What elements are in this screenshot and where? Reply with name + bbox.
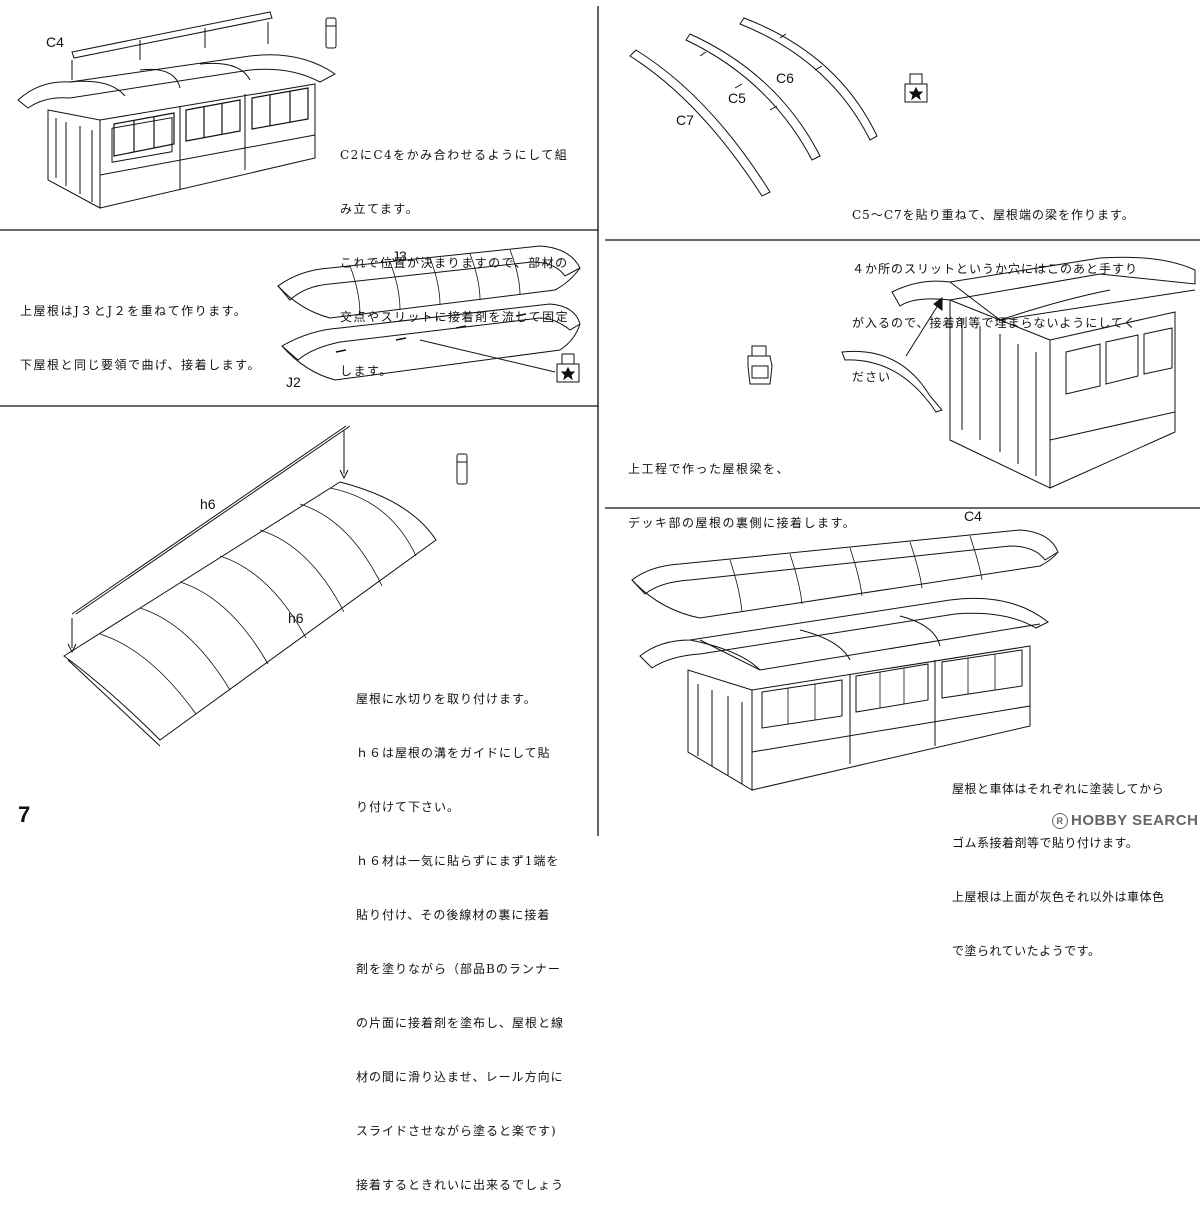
step6-line: ゴム系接着剤等で貼り付けます。 [952,836,1139,850]
step4-instructions: 上工程で作った屋根梁を、 デッキ部の屋根の裏側に接着します。 [628,424,856,568]
step1-line: します。 [340,364,393,378]
step4-attach-drawing [747,256,1196,489]
step3-instructions: 上屋根はJ３とJ２を重ねて作ります。 下屋根と同じ要領で曲げ、接着します。 [20,266,261,410]
step3-line: 上屋根はJ３とJ２を重ねて作ります。 [20,304,248,318]
step2-instructions: C5～C7を貼り重ねて、屋根端の梁を作ります。 ４か所のスリットというか穴にはこ… [852,170,1138,422]
step2-line: が入るので、接着剤等で埋まらないようにしてく [852,316,1137,330]
step6-line: 屋根と車体はそれぞれに塗装してから [952,782,1165,796]
step3-roofs-drawing [277,245,581,383]
step6-line: 上屋根は上面が灰色それ以外は車体色 [952,890,1165,904]
part-label-c5: C5 [728,90,746,106]
part-label-h6-upper: h6 [200,496,216,512]
step5-line: ｈ６材は一気に貼らずにまず1端を [356,854,560,868]
part-label-c4: C4 [46,34,64,50]
step4-line: 上工程で作った屋根梁を、 [628,462,791,476]
part-label-c6: C6 [776,70,794,86]
instruction-page: C4 C7 C5 C6 J3 J2 h6 h6 C4 C2にC4をかみ合わせるよ… [0,6,1200,1192]
step1-line: C2にC4をかみ合わせるようにして組 [340,148,569,162]
step4-line: デッキ部の屋根の裏側に接着します。 [628,516,857,530]
step1-line: み立てます。 [340,202,420,216]
part-label-c4-step6: C4 [964,508,982,524]
step5-line: の片面に接着剤を塗布し、屋根と線 [356,1016,565,1030]
step2-line: C5～C7を貼り重ねて、屋根端の梁を作ります。 [852,208,1135,222]
step5-line: 材の間に滑り込ませ、レール方向に [356,1070,564,1084]
step1-instructions: C2にC4をかみ合わせるようにして組 み立てます。 これで位置が決まりますので、… [340,110,569,416]
step5-line: 剤を塗りながら（部品Bのランナー [356,962,561,976]
step5-line: 貼り付け、その後線材の裏に接着 [356,908,551,922]
step2-beams-drawing [629,17,928,197]
part-label-j2: J2 [286,374,301,390]
panel-dividers [0,6,1200,836]
step5-line: り付けて下さい。 [356,800,461,814]
part-label-j3: J3 [392,248,407,264]
step6-line: で塗られていたようです。 [952,944,1101,958]
step1-line: これで位置が決まりますので、部材の [340,256,569,270]
page-number: 7 [18,802,31,827]
step6-assembly-drawing [631,529,1059,791]
step3-line: 下屋根と同じ要領で曲げ、接着します。 [20,358,261,372]
part-label-c7: C7 [676,112,694,128]
step1-line: 交点やスリットに接着剤を流して固定 [340,310,570,324]
watermark-text: HOBBY SEARCH [1071,812,1199,829]
step6-instructions: 屋根と車体はそれぞれに塗装してから ゴム系接着剤等で貼り付けます。 上屋根は上面… [952,744,1165,996]
step5-line: スライドさせながら塗ると楽です) [356,1124,557,1138]
step5-line: 屋根に水切りを取り付けます。 [356,692,537,706]
step5-instructions: 屋根に水切りを取り付けます。 ｈ６は屋根の溝をガイドにして貼 り付けて下さい。 … [356,654,564,1230]
instruction-illustrations [0,6,1200,836]
step5-line: 接着するときれいに出来るでしょう [356,1178,565,1192]
step5-roof-h6-drawing [63,425,468,747]
registered-mark-icon: R [1052,813,1068,829]
step2-line: ４か所のスリットというか穴にはこのあと手すり [852,262,1139,276]
part-label-h6-lower: h6 [288,610,304,626]
step1-carriage-drawing [17,11,337,209]
step2-line: ださい [852,370,892,384]
step5-line: ｈ６は屋根の溝をガイドにして貼 [356,746,551,760]
